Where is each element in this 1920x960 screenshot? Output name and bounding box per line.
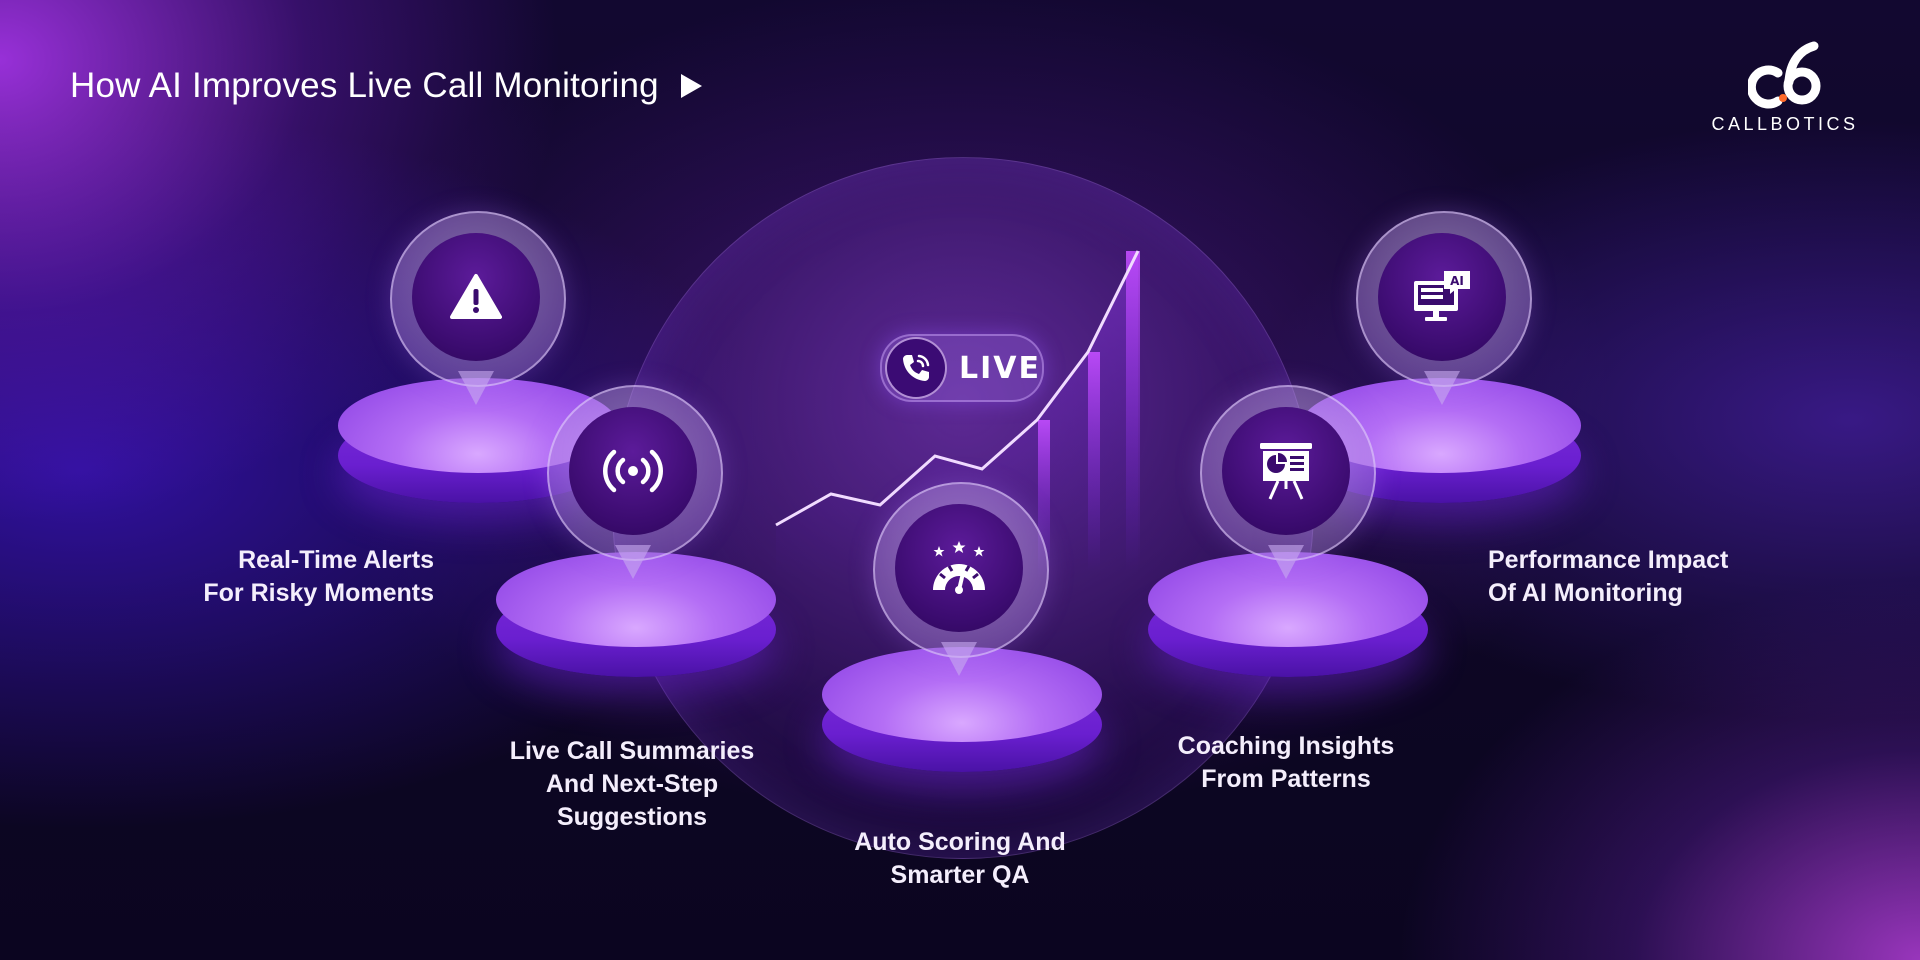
pin-performance-impact: AI <box>1356 211 1532 416</box>
callbotics-logo-icon <box>1748 41 1821 109</box>
label-line: From Patterns <box>1201 765 1371 793</box>
ai-icon-text: AI <box>1450 274 1464 288</box>
live-text: LIVE <box>959 350 1041 386</box>
label-line: Live Call Summaries <box>509 737 755 765</box>
pin-real-time-alerts <box>390 211 566 416</box>
label-line: Real-Time Alerts <box>238 546 434 574</box>
title-text: How AI Improves Live Call Monitoring <box>70 66 659 105</box>
speedometer-stars-icon <box>933 541 985 594</box>
label-line: Suggestions <box>556 803 707 831</box>
label-line: Coaching Insights <box>1177 732 1395 760</box>
live-badge: LIVE <box>880 334 1044 402</box>
label-performance-impact: Performance Impact Of AI Monitoring <box>1488 544 1808 610</box>
ai-monitor-icon: AI <box>1414 271 1470 321</box>
page-title: How AI Improves Live Call Monitoring <box>70 66 702 106</box>
phone-call-icon <box>885 337 947 399</box>
label-coaching-insights: Coaching Insights From Patterns <box>1126 730 1446 796</box>
label-real-time-alerts: Real-Time Alerts For Risky Moments <box>140 544 434 610</box>
label-auto-scoring: Auto Scoring And Smarter QA <box>800 826 1120 892</box>
pin-coaching-insights <box>1200 385 1376 590</box>
pin-live-call-summaries <box>547 385 723 590</box>
label-live-call-summaries: Live Call Summaries And Next-Step Sugges… <box>462 735 802 834</box>
pin-auto-scoring <box>873 482 1049 687</box>
label-line: For Risky Moments <box>203 579 434 607</box>
broadcast-icon <box>603 449 663 493</box>
label-line: Smarter QA <box>890 861 1030 889</box>
presentation-board-icon <box>1260 443 1312 500</box>
warning-icon <box>450 274 502 319</box>
logo-brand-text: CALLBOTICS <box>1711 114 1859 134</box>
play-arrow-icon <box>680 74 702 98</box>
label-line: Performance Impact <box>1488 546 1729 574</box>
logo: CALLBOTICS <box>1690 40 1880 135</box>
label-line: And Next-Step <box>545 770 719 798</box>
label-line: Of AI Monitoring <box>1488 579 1683 607</box>
label-line: Auto Scoring And <box>854 828 1066 856</box>
